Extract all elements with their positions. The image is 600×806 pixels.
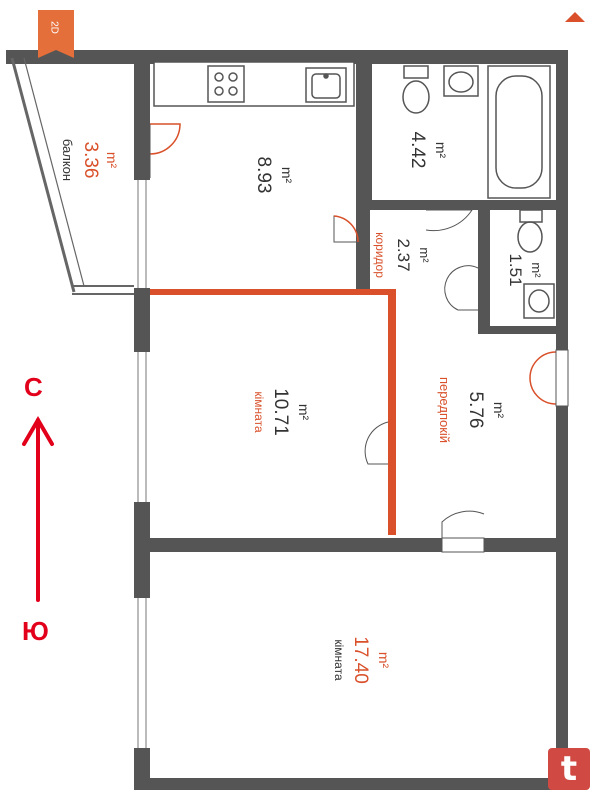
- area-unit: m²: [279, 167, 295, 184]
- room-label-toilet: 1.51 m²: [506, 253, 544, 286]
- area-unit: m²: [529, 262, 544, 278]
- collapse-triangle-icon[interactable]: [565, 12, 585, 22]
- bathroom-fixtures: [402, 65, 551, 199]
- room-name: передпокій: [437, 377, 452, 443]
- room-area: 8.93: [253, 157, 274, 194]
- room-label-corridor: 2.37 m² коридор: [373, 232, 432, 278]
- area-unit: m²: [433, 142, 449, 159]
- windows: [134, 180, 150, 748]
- compass-north-label: С: [24, 372, 43, 402]
- room-area: 2.37: [394, 238, 413, 271]
- room-area: 5.76: [465, 392, 486, 429]
- doors: [149, 123, 569, 553]
- compass-arrow: [22, 416, 54, 602]
- room-name: балкон: [60, 139, 75, 181]
- balcony-railing: [10, 57, 134, 295]
- view-mode-badge-shape: [38, 10, 74, 58]
- toilet-fixtures: [517, 209, 555, 319]
- area-unit: m²: [491, 402, 507, 419]
- brand-logo-icon: t: [548, 748, 590, 790]
- area-unit: m²: [104, 152, 120, 169]
- area-unit: m²: [376, 652, 392, 669]
- area-unit: m²: [296, 404, 312, 421]
- room-area: 1.51: [506, 253, 525, 286]
- accent-walls: [150, 289, 396, 535]
- room-label-hallway: 5.76 m² передпокій: [437, 377, 507, 443]
- room-label-kitchen: 8.93 m²: [253, 157, 295, 194]
- room-label-room-small: 10.71 m² кімната: [252, 388, 312, 436]
- room-area: 4.42: [407, 132, 428, 169]
- room-name: коридор: [373, 232, 387, 278]
- room-name: кімната: [332, 639, 346, 681]
- area-unit: m²: [417, 247, 432, 263]
- room-area: 17.40: [350, 636, 371, 684]
- room-label-room-large: 17.40 m² кімната: [332, 636, 392, 684]
- room-name: кімната: [252, 391, 266, 433]
- compass-south-label: Ю: [22, 616, 49, 646]
- kitchen-fixtures: [153, 61, 355, 107]
- view-mode-badge[interactable]: 2D: [48, 21, 60, 34]
- room-label-bathroom: 4.42 m²: [407, 132, 449, 169]
- room-label-balcony: 3.36 m² балкон: [60, 139, 120, 181]
- room-area: 3.36: [80, 142, 101, 179]
- room-area: 10.71: [270, 388, 291, 436]
